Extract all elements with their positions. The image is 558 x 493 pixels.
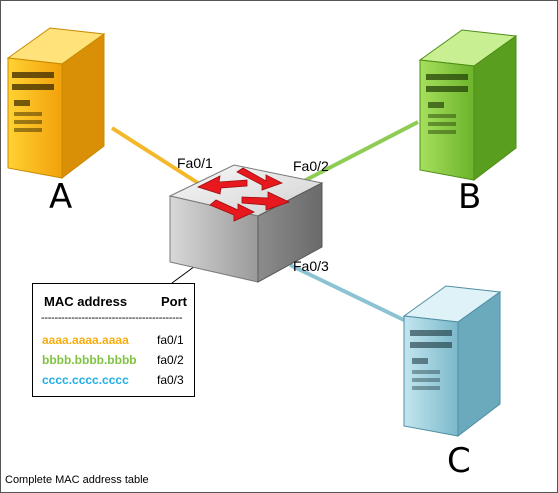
host-a-label: A xyxy=(49,177,73,217)
port-cell: fa0/2 xyxy=(157,353,184,367)
port-cell: fa0/3 xyxy=(157,373,184,387)
table-separator: ----------------------------------------… xyxy=(41,312,183,324)
table-row: aaaa.aaaa.aaaa fa0/1 xyxy=(33,333,194,351)
host-c-label: C xyxy=(447,441,471,481)
port-cell: fa0/1 xyxy=(157,333,184,347)
link-c xyxy=(289,263,409,324)
link-b xyxy=(299,120,419,185)
table-row: bbbb.bbbb.bbbb fa0/2 xyxy=(33,353,194,371)
table-row: cccc.cccc.cccc fa0/3 xyxy=(33,373,194,391)
server-c-icon xyxy=(402,285,502,438)
port-label-fa0-1: Fa0/1 xyxy=(177,155,213,171)
mac-cell: cccc.cccc.cccc xyxy=(42,373,129,387)
mac-address-table: MAC address Port -----------------------… xyxy=(32,283,195,397)
host-b-label: B xyxy=(458,177,482,217)
server-b-icon xyxy=(418,29,518,182)
link-a xyxy=(110,126,200,185)
port-header: Port xyxy=(161,294,187,309)
port-label-fa0-2: Fa0/2 xyxy=(293,158,329,174)
port-label-fa0-3: Fa0/3 xyxy=(293,258,329,274)
mac-cell: bbbb.bbbb.bbbb xyxy=(42,353,137,367)
switch-icon xyxy=(168,164,324,283)
mac-cell: aaaa.aaaa.aaaa xyxy=(42,333,129,347)
caption: Complete MAC address table xyxy=(5,474,149,486)
switch-arrows-icon xyxy=(196,167,291,222)
mac-header: MAC address xyxy=(44,294,128,309)
server-a-icon xyxy=(6,27,106,180)
